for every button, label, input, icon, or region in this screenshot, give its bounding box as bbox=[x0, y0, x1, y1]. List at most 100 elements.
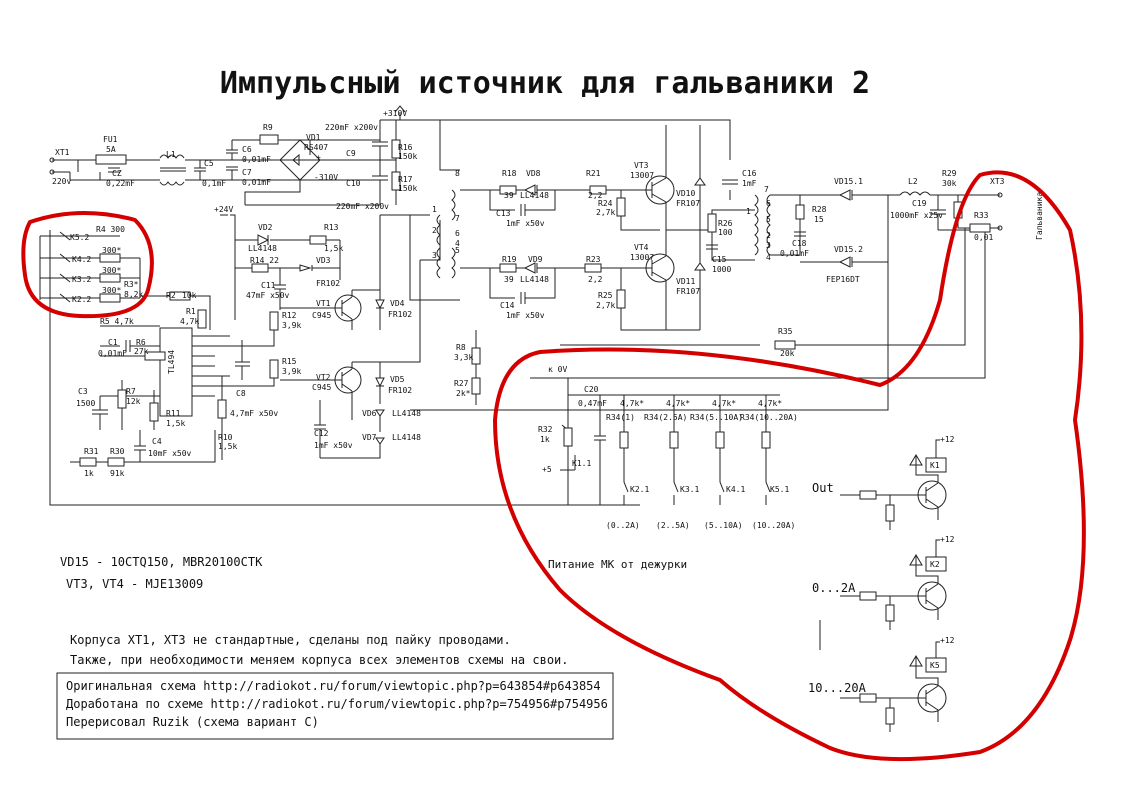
label-l2: L2 bbox=[908, 177, 918, 186]
label-c13-val: 1mF x50v bbox=[506, 219, 545, 228]
resistor-r35 bbox=[774, 340, 796, 350]
label-c9-val: 220mF x200v bbox=[325, 123, 378, 132]
label-c3-val: 1500 bbox=[76, 399, 95, 408]
resistor-r23 bbox=[584, 263, 602, 273]
label-c8: C8 bbox=[236, 389, 246, 398]
resistor-k5-pd bbox=[885, 707, 895, 725]
control-section bbox=[49, 214, 640, 506]
label-r27: R27 bbox=[454, 379, 469, 388]
resistor-r11 bbox=[149, 402, 159, 422]
label-vd6: VD6 bbox=[362, 409, 377, 418]
label-r18-val: 39 bbox=[504, 191, 514, 200]
note-redrawn-by: Перерисовал Ruzik (схема вариант С) bbox=[66, 715, 319, 729]
label-c11: C11 bbox=[261, 281, 276, 290]
resistor-r15 bbox=[269, 359, 279, 379]
note-modified-link: Доработана по схеме http://radiokot.ru/f… bbox=[66, 697, 608, 711]
label-c20-val: 0,47mF bbox=[578, 399, 607, 408]
label-r2: R2 bbox=[166, 291, 176, 300]
label-r47a: 4,7k* bbox=[620, 399, 644, 408]
label-r10: R10 bbox=[218, 433, 233, 442]
label-t1-pin5: 5 bbox=[455, 246, 460, 255]
label-r16-val: 150k bbox=[398, 152, 417, 161]
label-l1: L1 bbox=[166, 150, 176, 159]
label-r3: R3* bbox=[124, 280, 139, 289]
label-vt3-val: 13007 bbox=[630, 171, 654, 180]
label-vt1-val: C945 bbox=[312, 311, 331, 320]
label-r14: R14 22 bbox=[250, 256, 279, 265]
label-r26: R26 bbox=[718, 219, 733, 228]
resistor-r33 bbox=[969, 223, 991, 233]
resistor-r10 bbox=[217, 399, 227, 419]
label-r5: R5 4,7k bbox=[100, 317, 134, 326]
label-c18: C18 bbox=[792, 239, 807, 248]
label-vd7-val: LL4148 bbox=[392, 433, 421, 442]
note-xt-housings: Корпуса XT1, XT3 не стандартные, сделаны… bbox=[70, 633, 511, 647]
label-mk-power: Питание МК от дежурки bbox=[548, 558, 687, 571]
label-r21-val: 2,2 bbox=[588, 191, 603, 200]
label-plus: + bbox=[316, 153, 321, 162]
resistor-r34-3 bbox=[715, 431, 725, 449]
label-r17: R17 bbox=[398, 175, 413, 184]
resistor-r34-2 bbox=[669, 431, 679, 449]
label-c13: C13 bbox=[496, 209, 511, 218]
label-out: Out bbox=[812, 481, 834, 495]
label-c16-val: 1mF bbox=[742, 179, 757, 188]
label-300b: 300* bbox=[102, 266, 121, 275]
label-02a: 0...2A bbox=[812, 581, 856, 595]
label-vd7: VD7 bbox=[362, 433, 377, 442]
label-c11-val: 47mF x50v bbox=[246, 291, 290, 300]
label-r24-val: 2,7k bbox=[596, 208, 615, 217]
label-vd9: VD9 bbox=[528, 255, 543, 264]
label-r33: R33 bbox=[974, 211, 989, 220]
transistor-k5 bbox=[917, 683, 947, 713]
label-c19-val: 1000mF x25v bbox=[890, 211, 943, 220]
label-c6: C6 bbox=[242, 145, 252, 154]
label-1020a: 10...20A bbox=[808, 681, 867, 695]
label-k31: K3.1 bbox=[680, 485, 699, 494]
label-r343: R34(5..10A) bbox=[690, 413, 743, 422]
red-annotation-left bbox=[21, 210, 154, 319]
label-c19: C19 bbox=[912, 199, 927, 208]
label-r35: R35 bbox=[778, 327, 793, 336]
label-r27-val: 2k* bbox=[456, 389, 471, 398]
label-c12-val: 1mF x50v bbox=[314, 441, 353, 450]
label-c18-val: 0,01mF bbox=[780, 249, 809, 258]
label-r31: R31 bbox=[84, 447, 99, 456]
label-t1-pin3: 3 bbox=[432, 251, 437, 260]
label-vt2-val: C945 bbox=[312, 383, 331, 392]
label-r12: R12 bbox=[282, 311, 297, 320]
resistor-r13 bbox=[309, 235, 327, 245]
label-c6-val: 0,01mF bbox=[242, 155, 271, 164]
resistor-r18 bbox=[499, 185, 517, 195]
label-r13: R13 bbox=[324, 223, 339, 232]
label-c1-val: 0,01mF bbox=[98, 349, 127, 358]
label-t2-pin5: 5 bbox=[766, 215, 771, 224]
label-vd10: VD10 bbox=[676, 189, 695, 198]
label-vt1: VT1 bbox=[316, 299, 331, 308]
label-r7: R7 bbox=[126, 387, 136, 396]
note-vt3-vt4: VT3, VT4 - MJE13009 bbox=[66, 577, 203, 591]
label-r32: R32 bbox=[538, 425, 553, 434]
label-r3-val: 8,2k bbox=[124, 290, 143, 299]
label-t2-pin2: 2 bbox=[766, 231, 771, 240]
resistor-k2-pd bbox=[885, 604, 895, 622]
label-t1-pin7: 7 bbox=[455, 214, 460, 223]
label-r4: R4 300 bbox=[96, 225, 125, 234]
resistor-r31 bbox=[79, 457, 97, 467]
label-vd10-val: FR107 bbox=[676, 199, 700, 208]
label-vd4: VD4 bbox=[390, 299, 405, 308]
label-plus5: +5 bbox=[542, 465, 552, 474]
label-r31-val: 1k bbox=[84, 469, 94, 478]
resistor-r34-4 bbox=[761, 431, 771, 449]
resistor-r21 bbox=[589, 185, 607, 195]
label-c3: C3 bbox=[78, 387, 88, 396]
label-c5: C5 bbox=[204, 159, 214, 168]
source-box bbox=[56, 672, 614, 740]
label-c4-val: 10mF x50v bbox=[148, 449, 192, 458]
label-cz: CZ bbox=[112, 169, 122, 178]
label-minus310: -310V bbox=[314, 173, 338, 182]
label-r2-val: 10k bbox=[182, 291, 197, 300]
red-annotation-right bbox=[493, 170, 1086, 762]
label-r47c: 4,7k* bbox=[712, 399, 736, 408]
